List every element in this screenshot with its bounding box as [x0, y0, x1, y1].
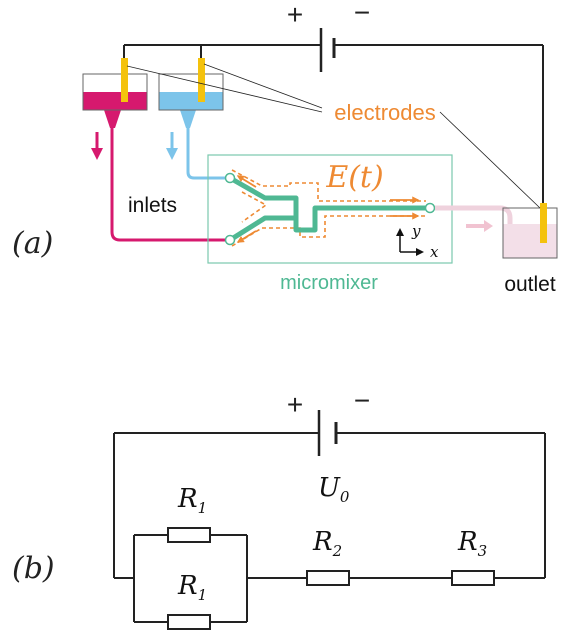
circuit-b-wires — [113, 432, 546, 623]
r1-top-label: R1 — [177, 484, 207, 517]
flow-arrow-blue — [166, 132, 178, 160]
electrode-1 — [121, 58, 128, 102]
axis-y-label: y — [411, 222, 421, 240]
field-arrows — [236, 175, 420, 243]
outlet-port — [424, 202, 436, 214]
source-voltage-label: U0 — [318, 473, 350, 506]
r3-label: R3 — [457, 527, 487, 560]
plus-sign-b: + — [287, 389, 303, 420]
electrode-3 — [540, 203, 547, 243]
blue-tube — [186, 128, 226, 180]
electrodes-label: electrodes — [334, 100, 436, 125]
panel-a: + − — [12, 0, 558, 296]
r1-bottom-label: R1 — [177, 571, 207, 604]
panel-a-label: (a) — [12, 226, 53, 261]
outlet-container — [502, 207, 558, 259]
xy-axes — [396, 228, 424, 256]
resistor-r3 — [451, 570, 495, 586]
micromixer-channel — [228, 175, 430, 243]
inlets-label: inlets — [128, 194, 177, 217]
field-label: E(t) — [325, 160, 383, 195]
r2-label: R2 — [312, 527, 342, 560]
panel-b-label: (b) — [12, 551, 55, 586]
inlet-port-2 — [224, 234, 236, 246]
resistor-r2 — [306, 570, 350, 586]
outlet-flow-arrow — [466, 220, 493, 232]
inlet-port-1 — [224, 172, 236, 184]
electrode-leader-lines — [126, 63, 541, 209]
flow-arrow-magenta — [91, 132, 103, 160]
field-dashed-outline — [231, 169, 426, 247]
minus-sign-a: − — [354, 0, 370, 28]
outlet-label: outlet — [504, 273, 556, 296]
magenta-reservoir — [82, 73, 148, 128]
electrode-2 — [198, 58, 205, 102]
axis-x-label: x — [430, 243, 439, 261]
plus-sign-a: + — [287, 0, 303, 30]
micromixer-label: micromixer — [280, 272, 378, 294]
magenta-tube — [110, 128, 226, 242]
resistor-r1-top — [167, 527, 211, 543]
blue-reservoir — [158, 73, 224, 128]
minus-sign-b: − — [354, 385, 370, 416]
battery-a — [123, 28, 544, 205]
resistor-r1-bottom — [167, 614, 211, 630]
panel-b: + − U0 R1 R1 R2 R3 (b) — [12, 385, 546, 630]
outlet-tube — [435, 205, 513, 232]
